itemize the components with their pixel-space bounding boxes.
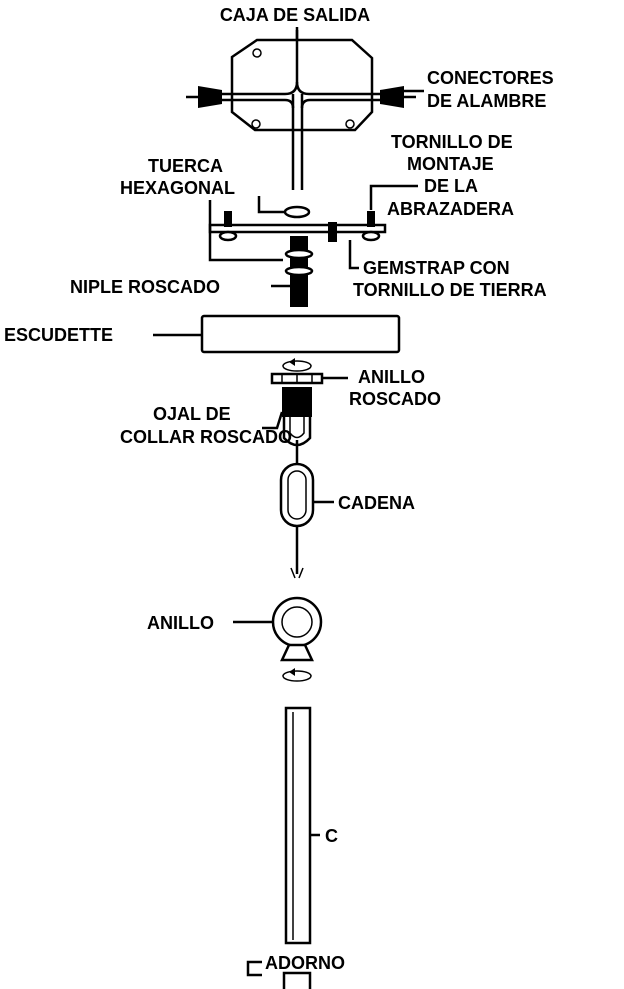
label-tornillo-line2: MONTAJE	[407, 154, 494, 174]
crossbar-strap	[208, 205, 387, 242]
label-conectores-line2: DE ALAMBRE	[427, 91, 546, 111]
chain	[279, 440, 315, 579]
label-tuerca-line2: HEXAGONAL	[120, 178, 235, 198]
label-anillo: ANILLO	[147, 613, 214, 633]
label-ojal-line2: COLLAR ROSCADO	[120, 427, 292, 447]
label-conectores-line1: CONECTORES	[427, 68, 554, 88]
label-cadena: CADENA	[338, 493, 415, 513]
rotation-arrow-icon	[282, 668, 312, 682]
label-anillo-roscado-line1: ANILLO	[358, 367, 425, 387]
threaded-nipple	[284, 236, 314, 307]
wire-connector-left-icon	[186, 86, 222, 108]
stem-rod	[284, 706, 312, 945]
label-tornillo-line1: TORNILLO DE	[391, 132, 513, 152]
label-niple-roscado: NIPLE ROSCADO	[70, 277, 220, 297]
label-adorno: ADORNO	[265, 953, 345, 973]
label-tuerca-line1: TUERCA	[148, 156, 223, 176]
label-caja-de-salida: CAJA DE SALIDA	[220, 5, 370, 25]
label-gemstrap-line1: GEMSTRAP CON	[363, 258, 510, 278]
threaded-collar-loop	[282, 387, 312, 447]
label-ojal-line1: OJAL DE	[153, 404, 231, 424]
label-escudette: ESCUDETTE	[4, 325, 113, 345]
label-c: C	[325, 826, 338, 846]
label-tornillo-line3: DE LA	[424, 176, 478, 196]
label-anillo-roscado-line2: ROSCADO	[349, 389, 441, 409]
finial-adorno	[282, 971, 312, 989]
label-gemstrap-line2: TORNILLO DE TIERRA	[353, 280, 547, 300]
escudette-canopy	[200, 314, 401, 354]
wire-connector-right-icon	[380, 86, 416, 108]
outlet-box	[205, 30, 385, 190]
loop-ring	[271, 596, 323, 662]
label-tornillo-line4: ABRAZADERA	[387, 199, 514, 219]
threaded-ring	[270, 372, 324, 385]
rotation-arrow-icon	[282, 358, 312, 372]
